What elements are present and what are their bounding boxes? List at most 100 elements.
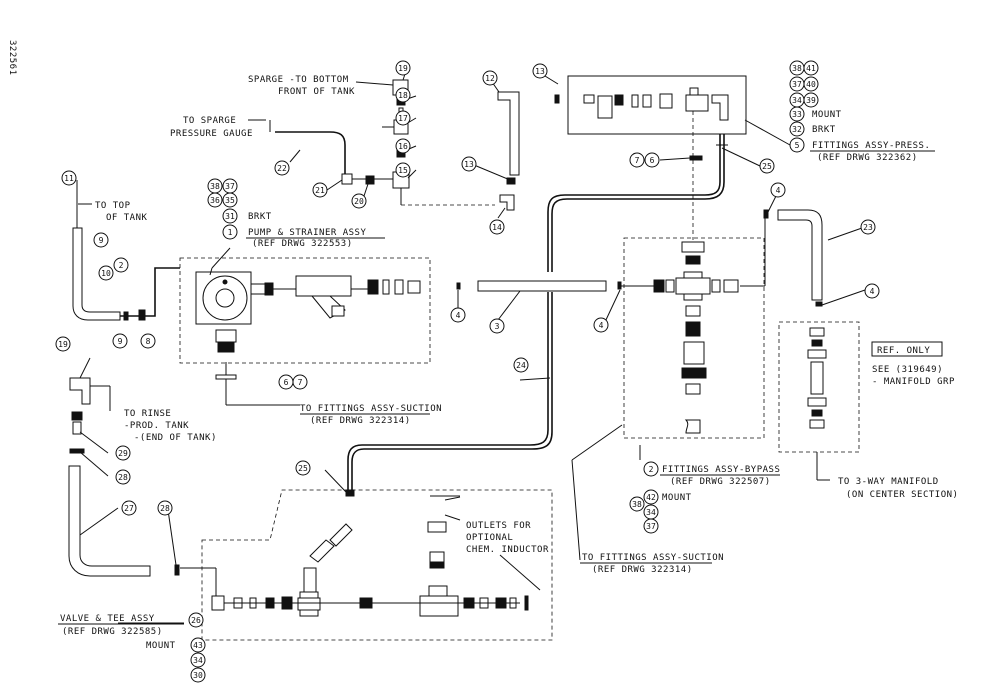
balloon-37-pump: 37 (225, 182, 235, 191)
balloon-32: 32 (792, 125, 802, 134)
balloon-1: 1 (228, 228, 233, 237)
balloon-4-mid: 4 (599, 321, 604, 330)
label-sparge-bottom-2: FRONT OF TANK (278, 87, 355, 97)
balloon-15: 15 (398, 166, 408, 175)
label-three-way-1: TO 3-WAY MANIFOLD (838, 477, 939, 487)
label-suction2-2: (REF DRWG 322314) (592, 565, 693, 575)
balloon-22: 22 (277, 164, 287, 173)
balloon-39: 39 (806, 96, 816, 105)
label-valve-2: (REF DRWG 322585) (62, 627, 163, 637)
balloon-38: 38 (792, 64, 802, 73)
balloon-6-top: 6 (650, 156, 655, 165)
label-mount-press: MOUNT (812, 110, 842, 120)
balloon-42: 42 (646, 493, 656, 502)
label-rinse-3: -(END OF TANK) (134, 433, 217, 443)
balloon-18: 18 (398, 91, 408, 100)
balloon-5: 5 (795, 141, 800, 150)
balloon-9-top: 9 (99, 236, 104, 245)
label-bypass-1: FITTINGS ASSY-BYPASS (662, 465, 780, 475)
balloon-7-top: 7 (635, 156, 640, 165)
balloon-31: 31 (225, 212, 235, 221)
balloon-10: 10 (101, 269, 111, 278)
balloon-36: 36 (210, 196, 220, 205)
drawing-number: 322561 (7, 40, 17, 76)
balloon-2-left: 2 (119, 261, 124, 270)
balloon-19-rinse: 19 (58, 340, 68, 349)
label-top-tank-2: OF TANK (106, 213, 148, 223)
balloon-11: 11 (64, 174, 74, 183)
label-brkt-press: BRKT (812, 125, 836, 135)
label-sparge-bottom-1: SPARGE -TO BOTTOM (248, 75, 349, 85)
label-three-way-2: (ON CENTER SECTION) (846, 490, 958, 500)
label-pump-2: (REF DRWG 322553) (252, 239, 353, 249)
label-manifold-2: - MANIFOLD GRP (872, 377, 955, 387)
label-bypass-2: (REF DRWG 322507) (670, 477, 771, 487)
balloon-30: 30 (193, 671, 203, 680)
manifold-ref-box (778, 321, 860, 481)
balloon-28-valve: 28 (160, 504, 170, 513)
callout-labels: SPARGE -TO BOTTOM FRONT OF TANK TO SPARG… (60, 75, 958, 651)
balloon-9-bottom: 9 (118, 337, 123, 346)
label-rinse-1: TO RINSE (124, 409, 171, 419)
balloon-14: 14 (492, 223, 502, 232)
label-top-tank-1: TO TOP (95, 201, 131, 211)
balloon-34-bypass: 34 (646, 508, 656, 517)
balloon-3: 3 (495, 322, 500, 331)
label-outlets-2: OPTIONAL (466, 533, 513, 543)
label-ref-only: REF. ONLY (877, 346, 930, 356)
valve-tee-assy (180, 489, 553, 641)
balloon-38-bypass: 38 (632, 500, 642, 509)
balloon-4-left: 4 (456, 311, 461, 320)
fittings-assy-press (567, 75, 747, 240)
label-mount-valve: MOUNT (146, 641, 176, 651)
rinse-line (68, 377, 180, 577)
label-valve-1: VALVE & TEE ASSY (60, 614, 155, 624)
label-suction1-2: (REF DRWG 322314) (310, 416, 411, 426)
label-pump-1: PUMP & STRAINER ASSY (248, 228, 366, 238)
hose-12-assy (497, 91, 560, 211)
balloon-37-bypass: 37 (646, 522, 656, 531)
main-line (345, 280, 622, 497)
label-outlets-3: CHEM. INDUCTOR (466, 545, 549, 555)
balloon-19: 19 (398, 64, 408, 73)
balloon-24: 24 (516, 361, 526, 370)
balloon-43: 43 (193, 641, 203, 650)
part-balloons: 19 18 17 16 15 22 21 20 12 13 13 14 38 4… (55, 60, 880, 683)
balloon-4-top: 4 (776, 186, 781, 195)
label-manifold-1: SEE (319649) (872, 365, 943, 375)
pump-strainer-assy (179, 257, 431, 364)
label-sparge-gauge-2: PRESSURE GAUGE (170, 129, 253, 139)
balloon-13-top: 13 (535, 67, 545, 76)
label-sparge-gauge-1: TO SPARGE (183, 116, 236, 126)
fittings-assy-bypass (621, 218, 766, 439)
label-rinse-2: -PROD. TANK (124, 421, 189, 431)
balloon-23: 23 (863, 223, 873, 232)
balloon-4-right: 4 (870, 287, 875, 296)
balloon-25-top: 25 (762, 162, 772, 171)
balloon-20: 20 (354, 197, 364, 206)
balloon-33: 33 (792, 110, 802, 119)
balloon-21: 21 (315, 186, 325, 195)
label-press-2: (REF DRWG 322362) (817, 153, 918, 163)
label-suction2-1: TO FITTINGS ASSY-SUCTION (582, 553, 724, 563)
ref-only-box (871, 341, 943, 357)
balloon-37: 37 (792, 80, 802, 89)
balloon-13: 13 (464, 160, 474, 169)
balloon-25-bottom: 25 (298, 464, 308, 473)
balloon-38-pump: 38 (210, 182, 220, 191)
balloon-34-valve: 34 (193, 656, 203, 665)
label-mount-bypass: MOUNT (662, 493, 692, 503)
balloon-2-bypass: 2 (649, 465, 654, 474)
balloon-28-rinse: 28 (118, 473, 128, 482)
label-suction1-1: TO FITTINGS ASSY-SUCTION (300, 404, 442, 414)
leader-lines (72, 67, 866, 624)
balloon-7-bottom: 7 (298, 378, 303, 387)
balloon-40: 40 (806, 80, 816, 89)
balloon-27: 27 (124, 504, 134, 513)
sparge-assy (269, 79, 495, 206)
balloon-29: 29 (118, 449, 128, 458)
label-press-1: FITTINGS ASSY-PRESS. (812, 141, 930, 151)
balloon-41: 41 (806, 64, 816, 73)
balloon-26: 26 (191, 616, 201, 625)
